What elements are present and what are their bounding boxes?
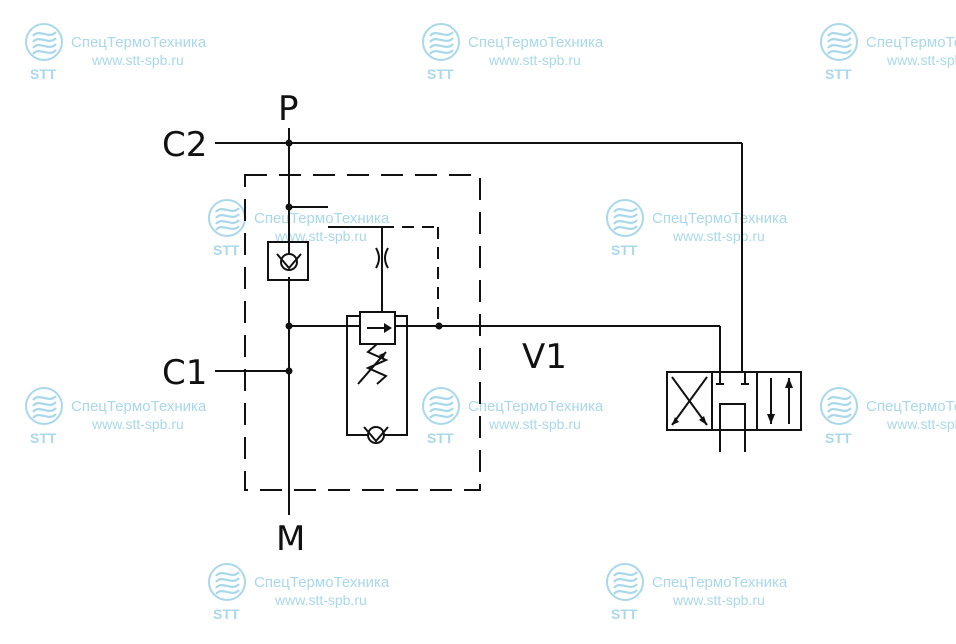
v1-line xyxy=(285,315,721,436)
relief-valve xyxy=(357,311,396,385)
watermark-logo-text: STT xyxy=(611,242,638,258)
watermark-url: www.stt-spb.ru xyxy=(488,52,581,68)
watermark-layer: STTСпецТермоТехникаwww.stt-spb.ruSTTСпец… xyxy=(25,23,956,622)
stt-logo-icon xyxy=(606,563,644,601)
stt-logo-icon xyxy=(606,199,644,237)
port-label-v1: V1 xyxy=(522,337,567,377)
directional-valve xyxy=(666,371,802,452)
watermark-url: www.stt-spb.ru xyxy=(488,416,581,432)
watermark-url: www.stt-spb.ru xyxy=(886,52,956,68)
stt-logo-icon xyxy=(208,563,246,601)
watermark-url: www.stt-spb.ru xyxy=(91,416,184,432)
port-label-c2: C2 xyxy=(162,125,207,165)
watermark-company: СпецТермоТехника xyxy=(866,34,956,51)
watermark-url: www.stt-spb.ru xyxy=(91,52,184,68)
stt-logo-icon xyxy=(422,23,460,61)
watermark-logo-text: STT xyxy=(30,66,57,82)
watermark-company: СпецТермоТехника xyxy=(71,34,207,51)
watermark-company: СпецТермоТехника xyxy=(254,210,390,227)
watermark-company: СпецТермоТехника xyxy=(468,398,604,415)
c1-line xyxy=(215,367,293,375)
watermark-logo-text: STT xyxy=(30,430,57,446)
watermark-company: СпецТермоТехника xyxy=(254,574,390,591)
watermark-url: www.stt-spb.ru xyxy=(672,228,765,244)
check-valve-bypass xyxy=(363,426,389,444)
stt-logo-icon xyxy=(25,387,63,425)
watermark-logo-text: STT xyxy=(427,430,454,446)
c2-line xyxy=(215,139,743,372)
watermark-company: СпецТермоТехника xyxy=(71,398,207,415)
port-label-m: M xyxy=(276,519,305,559)
port-label-p: P xyxy=(278,89,299,129)
watermark-url: www.stt-spb.ru xyxy=(274,592,367,608)
stt-logo-icon xyxy=(208,199,246,237)
stt-logo-icon xyxy=(25,23,63,61)
port-label-c1: C1 xyxy=(162,353,207,393)
watermark-company: СпецТермоТехника xyxy=(652,574,788,591)
watermark-url: www.stt-spb.ru xyxy=(672,592,765,608)
watermark-logo-text: STT xyxy=(213,606,240,622)
valve-body-outline xyxy=(244,174,481,491)
watermark-company: СпецТермоТехника xyxy=(866,398,956,415)
watermark-logo-text: STT xyxy=(611,606,638,622)
check-valve-main xyxy=(267,241,309,281)
watermark-logo-text: STT xyxy=(825,66,852,82)
watermark-logo-text: STT xyxy=(427,66,454,82)
watermark-url: www.stt-spb.ru xyxy=(886,416,956,432)
watermark-company: СпецТермоТехника xyxy=(652,210,788,227)
watermark-url: www.stt-spb.ru xyxy=(274,228,367,244)
stt-logo-icon xyxy=(422,387,460,425)
pilot-line xyxy=(285,203,439,320)
stt-logo-icon xyxy=(820,387,858,425)
watermark-logo-text: STT xyxy=(213,242,240,258)
watermark-company: СпецТермоТехника xyxy=(468,34,604,51)
stt-logo-icon xyxy=(820,23,858,61)
watermark-logo-text: STT xyxy=(825,430,852,446)
